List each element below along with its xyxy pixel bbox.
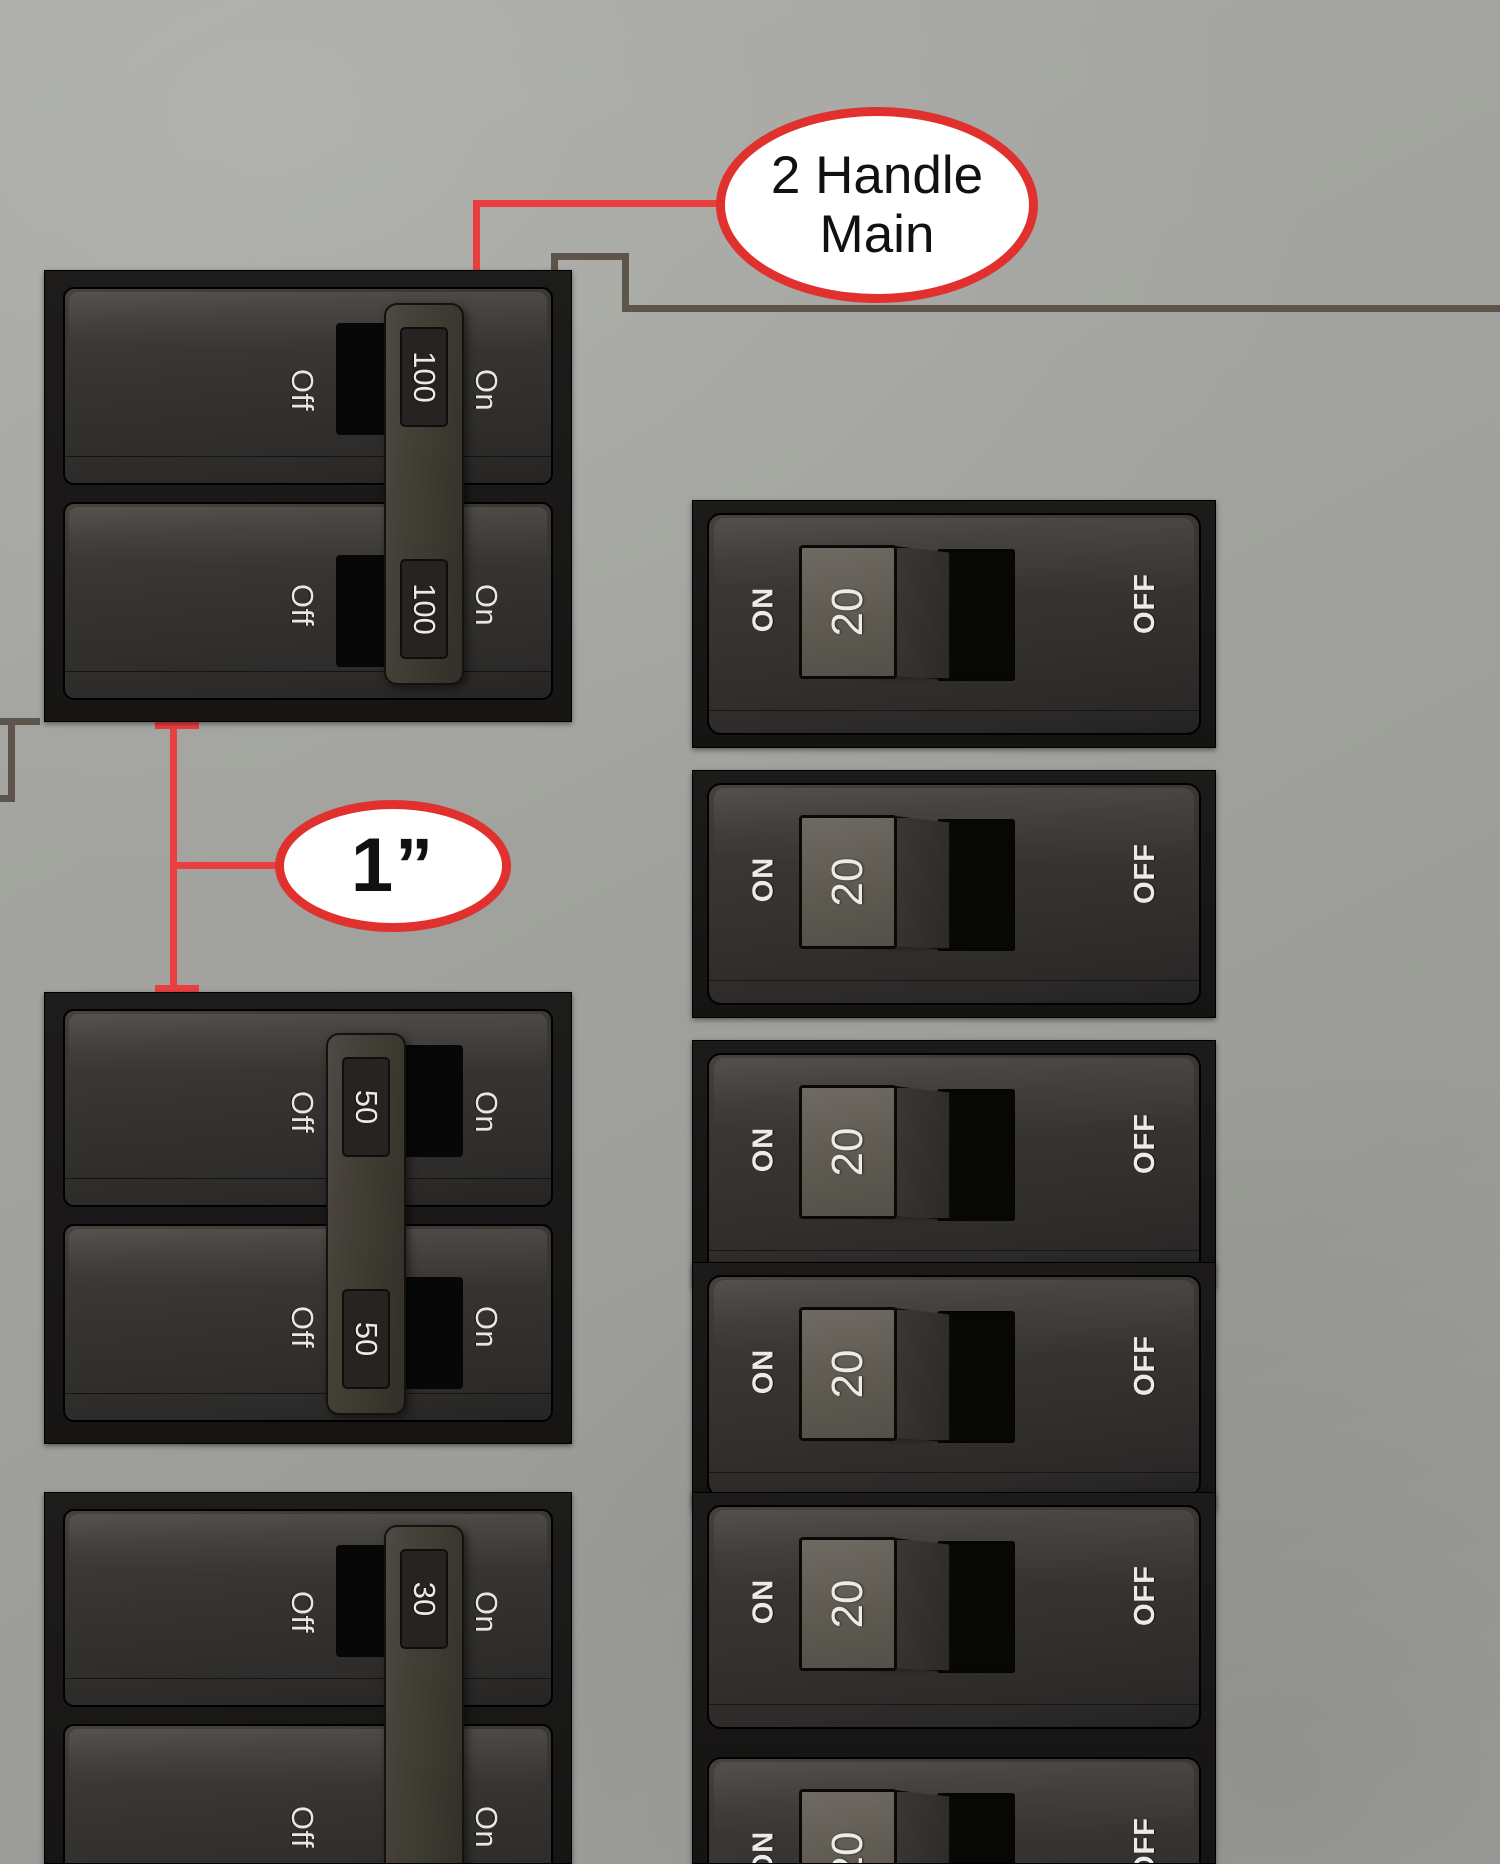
breaker-main-amp-label-b: 100 bbox=[407, 583, 442, 635]
breaker-sp-4-on-label: ON bbox=[747, 1348, 780, 1395]
breaker-block-sp-5[interactable]: ON OFF 20 ON OFF 20 bbox=[692, 1492, 1216, 1864]
breaker-main-amp-window-a: 100 bbox=[400, 327, 448, 427]
callout-inch-label: 1” bbox=[350, 823, 436, 909]
breaker-pole-partial-b[interactable]: Off On bbox=[63, 1724, 553, 1863]
pole-partial-a-off-label: Off bbox=[285, 1590, 321, 1634]
leader-main-vertical bbox=[473, 200, 480, 284]
breaker-partial-amp-label-a: 30 bbox=[407, 1581, 442, 1617]
pole-partial-b-on-label: On bbox=[469, 1805, 505, 1849]
wire-top-horizontal bbox=[551, 253, 629, 260]
pole-50-b-off-label: Off bbox=[285, 1305, 321, 1349]
dimension-tick-top bbox=[155, 719, 199, 729]
breaker-sp-2-rocker[interactable]: 20 bbox=[799, 815, 897, 949]
breaker-sp-5b-rocker[interactable]: 20 bbox=[799, 1789, 897, 1864]
breaker-block-sp-4[interactable]: ON OFF 20 bbox=[692, 1262, 1216, 1510]
breaker-50-amp-window-b: 50 bbox=[342, 1289, 390, 1389]
breaker-sp-3-face[interactable]: ON OFF 20 bbox=[707, 1053, 1201, 1275]
breaker-sp-5-rocker-bevel[interactable] bbox=[895, 1538, 951, 1672]
callout-main-line2: Main bbox=[819, 205, 935, 264]
breaker-sp-1-off-label: OFF bbox=[1129, 573, 1161, 634]
pole-main-b-off-label: Off bbox=[285, 583, 321, 627]
breaker-50-slot-b bbox=[397, 1277, 463, 1389]
breaker-sp-4-amp-label: 20 bbox=[823, 1349, 872, 1399]
wire-left-run-bottom bbox=[0, 795, 15, 802]
pole-50-b-on-label: On bbox=[469, 1305, 505, 1349]
breaker-sp-5-on-label: ON bbox=[747, 1578, 780, 1625]
pole-partial-a-on-label: On bbox=[469, 1590, 505, 1634]
breaker-sp-1-amp-label: 20 bbox=[823, 587, 872, 637]
breaker-sp-5b-amp-label: 20 bbox=[823, 1831, 872, 1864]
breaker-50-amp-label-b: 50 bbox=[349, 1321, 384, 1357]
breaker-sp-5b-face[interactable]: ON OFF 20 bbox=[707, 1757, 1201, 1864]
breaker-pole-50-a[interactable]: Off On bbox=[63, 1009, 553, 1207]
breaker-sp-2-on-label: ON bbox=[747, 856, 780, 903]
breaker-sp-2-amp-label: 20 bbox=[823, 857, 872, 907]
breaker-sp-5-off-label: OFF bbox=[1129, 1565, 1161, 1626]
breaker-sp-3-amp-label: 20 bbox=[823, 1127, 872, 1177]
breaker-pole-50-b[interactable]: Off On bbox=[63, 1224, 553, 1422]
breaker-50-amp-window-a: 50 bbox=[342, 1057, 390, 1157]
callout-one-inch[interactable]: 1” bbox=[275, 800, 511, 932]
breaker-pole-main-b[interactable]: Off On bbox=[63, 502, 553, 700]
breaker-sp-2-rocker-bevel[interactable] bbox=[895, 816, 951, 950]
breaker-block-branch-partial[interactable]: Off On Off On 30 bbox=[44, 1492, 572, 1864]
leader-main-horizontal bbox=[476, 200, 736, 207]
pole-50-a-on-label: On bbox=[469, 1090, 505, 1134]
breaker-sp-5-rocker[interactable]: 20 bbox=[799, 1537, 897, 1671]
wire-top-run-right bbox=[622, 305, 1500, 312]
breaker-partial-tie-bar[interactable]: 30 bbox=[384, 1525, 464, 1863]
dimension-tick-bottom bbox=[155, 985, 199, 995]
wire-left-drop bbox=[8, 718, 15, 802]
breaker-50-amp-label-a: 50 bbox=[349, 1089, 384, 1125]
callout-2-handle-main[interactable]: 2 Handle Main bbox=[716, 107, 1038, 303]
breaker-sp-1-rocker-bevel[interactable] bbox=[895, 546, 951, 680]
dimension-line-vertical bbox=[170, 722, 177, 994]
breaker-sp-1-face[interactable]: ON OFF 20 bbox=[707, 513, 1201, 735]
breaker-block-branch-50[interactable]: Off On Off On 50 50 bbox=[44, 992, 572, 1444]
breaker-sp-2-off-label: OFF bbox=[1129, 843, 1161, 904]
breaker-sp-3-off-label: OFF bbox=[1129, 1113, 1161, 1174]
callout-main-line1: 2 Handle bbox=[770, 145, 984, 205]
breaker-partial-amp-window-a: 30 bbox=[400, 1549, 448, 1649]
breaker-sp-2-face[interactable]: ON OFF 20 bbox=[707, 783, 1201, 1005]
breaker-main-amp-window-b: 100 bbox=[400, 559, 448, 659]
breaker-sp-5-amp-label: 20 bbox=[823, 1579, 872, 1629]
pole-main-b-on-label: On bbox=[469, 583, 505, 627]
breaker-sp-3-rocker[interactable]: 20 bbox=[799, 1085, 897, 1219]
breaker-pole-partial-a[interactable]: Off On bbox=[63, 1509, 553, 1707]
breaker-50-slot-a bbox=[397, 1045, 463, 1157]
breaker-sp-4-face[interactable]: ON OFF 20 bbox=[707, 1275, 1201, 1497]
breaker-sp-5-face[interactable]: ON OFF 20 bbox=[707, 1505, 1201, 1729]
pole-partial-b-off-label: Off bbox=[285, 1805, 321, 1849]
breaker-main-amp-label-a: 100 bbox=[407, 351, 442, 403]
breaker-sp-5b-on-label: ON bbox=[747, 1830, 780, 1864]
breaker-sp-1-rocker[interactable]: 20 bbox=[799, 545, 897, 679]
breaker-sp-4-rocker-bevel[interactable] bbox=[895, 1308, 951, 1442]
pole-main-a-off-label: Off bbox=[285, 368, 321, 412]
dimension-leader-to-label bbox=[173, 862, 283, 869]
pole-50-a-off-label: Off bbox=[285, 1090, 321, 1134]
breaker-sp-5b-off-label: OFF bbox=[1129, 1817, 1161, 1864]
breaker-block-main-100[interactable]: Off On Off On 100 100 bbox=[44, 270, 572, 722]
wire-top-drop bbox=[622, 253, 629, 305]
breaker-pole-main-a[interactable]: Off On bbox=[63, 287, 553, 485]
breaker-sp-3-on-label: ON bbox=[747, 1126, 780, 1173]
wire-left-run bbox=[0, 718, 40, 725]
breaker-sp-4-rocker[interactable]: 20 bbox=[799, 1307, 897, 1441]
breaker-block-sp-2[interactable]: ON OFF 20 bbox=[692, 770, 1216, 1018]
breaker-sp-4-off-label: OFF bbox=[1129, 1335, 1161, 1396]
breaker-sp-3-rocker-bevel[interactable] bbox=[895, 1086, 951, 1220]
breaker-sp-1-on-label: ON bbox=[747, 586, 780, 633]
breaker-sp-5b-rocker-bevel[interactable] bbox=[895, 1790, 951, 1863]
pole-main-a-on-label: On bbox=[469, 368, 505, 412]
breaker-block-sp-1[interactable]: ON OFF 20 bbox=[692, 500, 1216, 748]
breaker-block-sp-3[interactable]: ON OFF 20 bbox=[692, 1040, 1216, 1288]
breaker-main-tie-bar[interactable]: 100 100 bbox=[384, 303, 464, 685]
breaker-50-tie-bar[interactable]: 50 50 bbox=[326, 1033, 406, 1415]
